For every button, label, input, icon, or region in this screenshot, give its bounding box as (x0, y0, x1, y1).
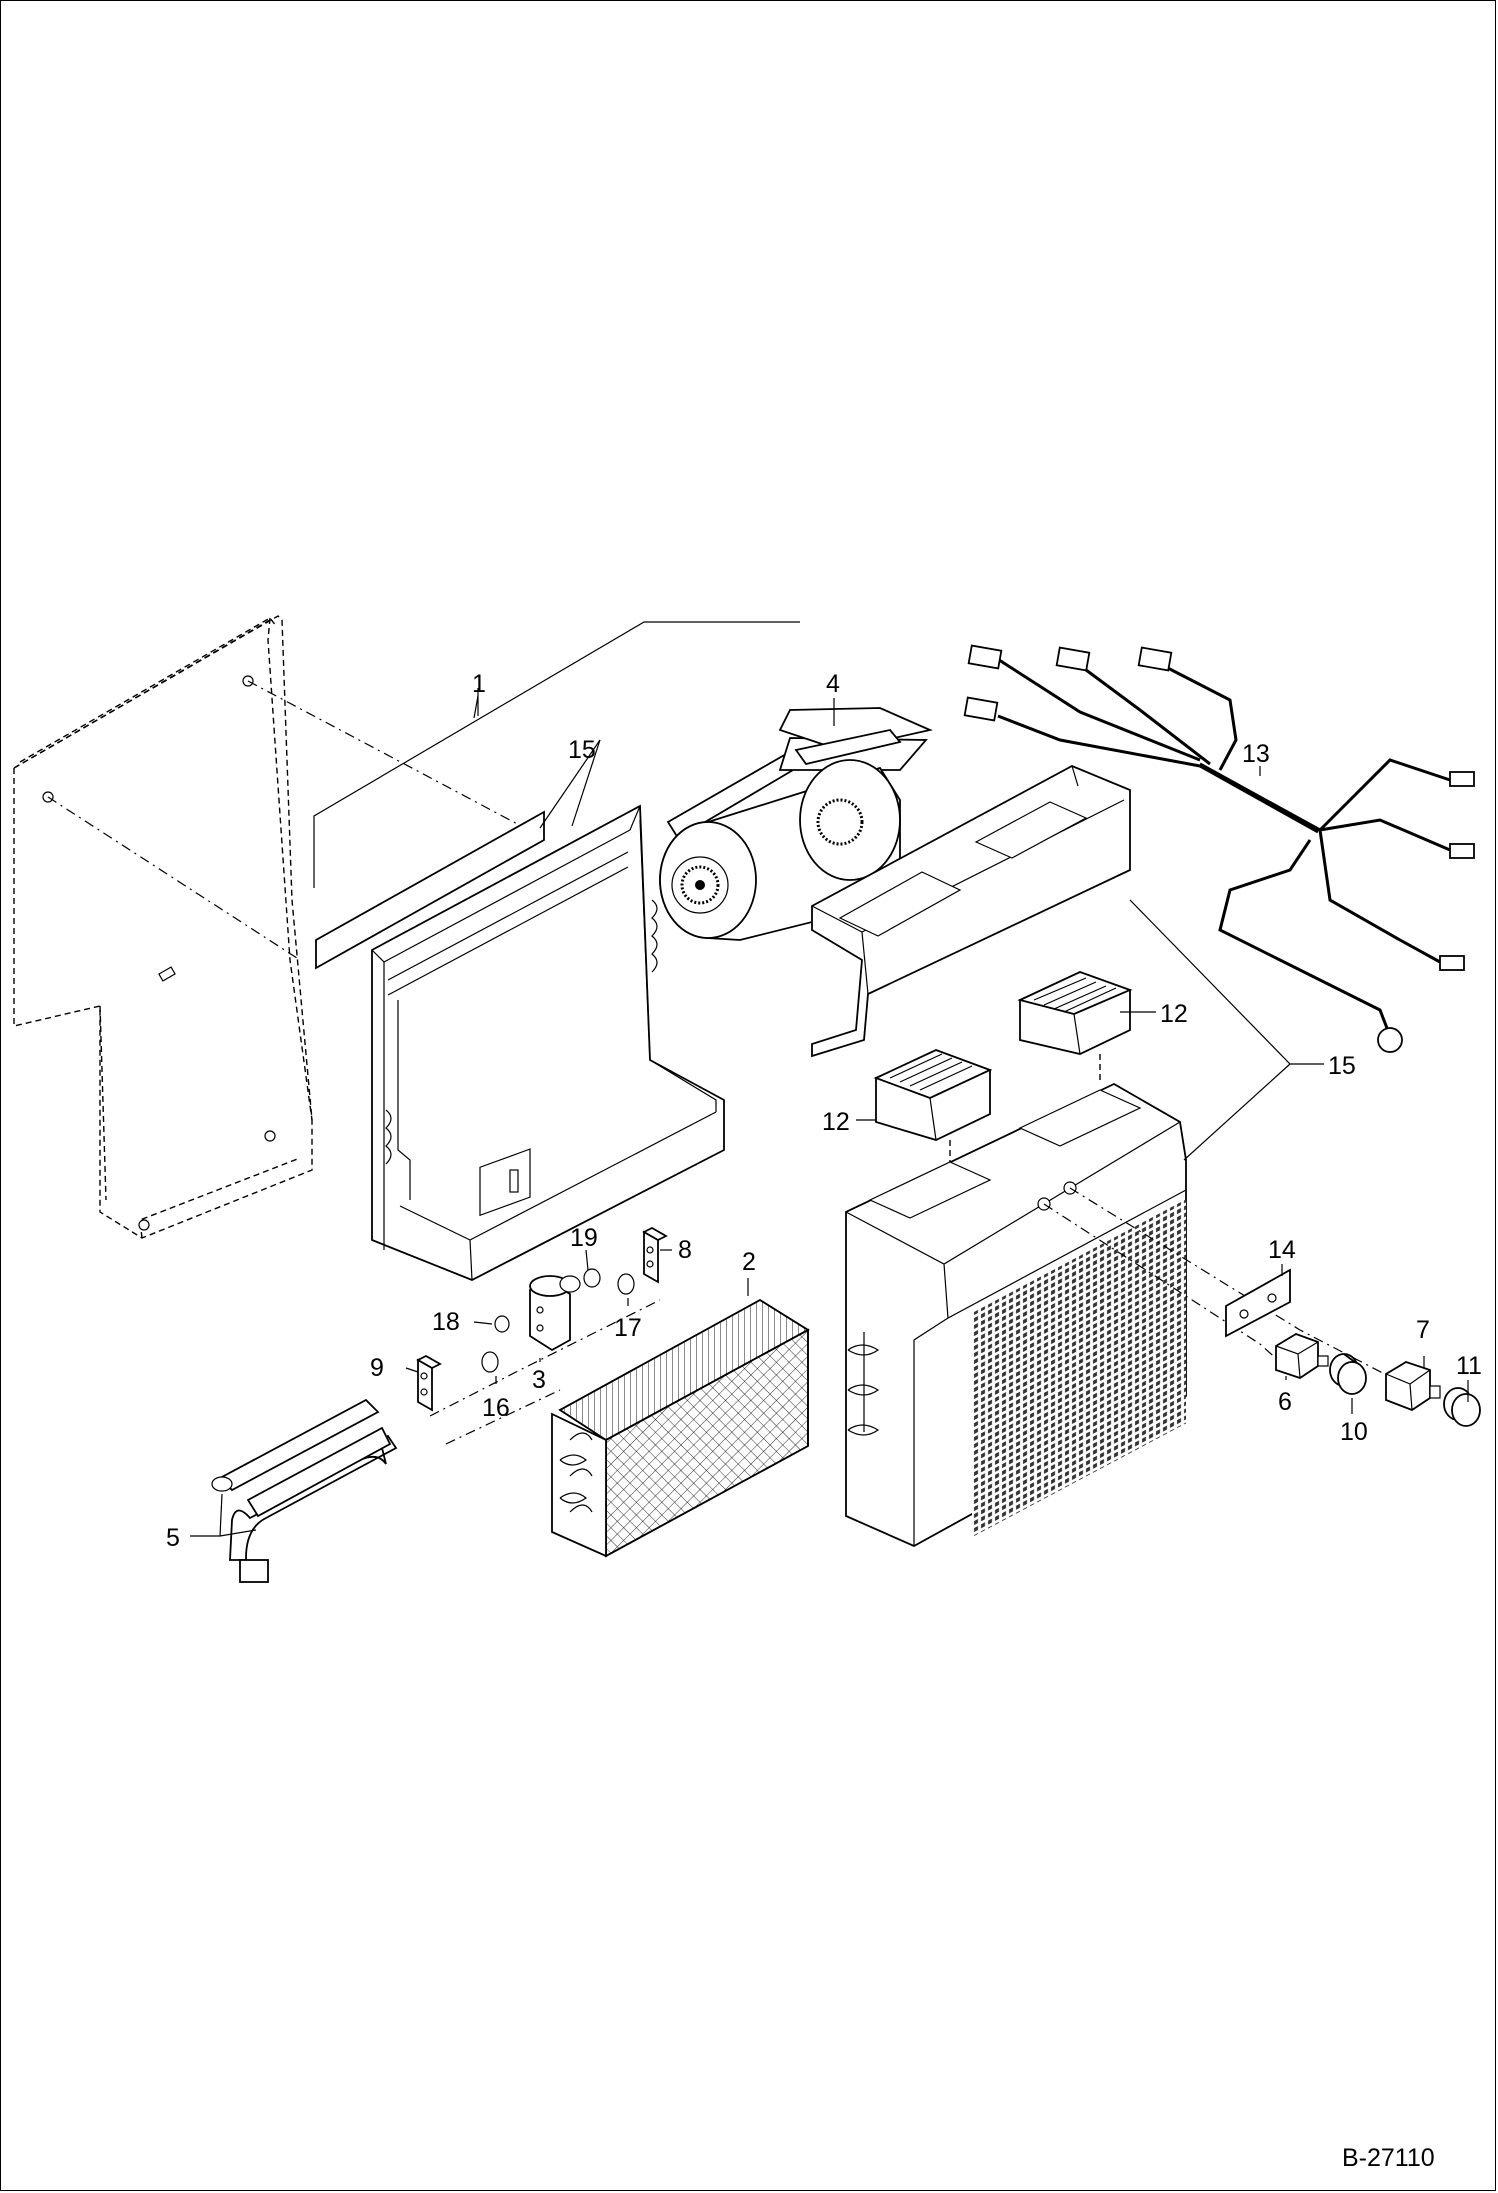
callout-12-lower: 12 (822, 1108, 850, 1136)
terminal (1449, 843, 1475, 859)
grille (972, 1199, 1186, 1538)
callout-12-upper: 12 (1160, 1000, 1188, 1028)
heater-core (551, 1298, 810, 1558)
callout-4: 4 (826, 670, 840, 698)
mounting-panel (13, 615, 541, 1239)
callout-10: 10 (1340, 1418, 1368, 1446)
callout-16: 16 (482, 1394, 510, 1422)
mounting-plate (1225, 1268, 1291, 1338)
connector (1137, 646, 1173, 672)
upper-cover (811, 765, 1131, 1058)
callout-3: 3 (532, 1366, 546, 1394)
callout-5: 5 (166, 1524, 180, 1552)
callout-15-upper: 15 (568, 736, 596, 764)
mounting-hole (264, 1130, 276, 1142)
callout-1: 1 (472, 670, 486, 698)
o-ring (583, 1268, 601, 1288)
callout-18: 18 (432, 1308, 460, 1336)
terminal (1449, 771, 1475, 787)
callouts: 1 2 3 4 5 6 7 8 9 10 11 12 12 13 14 15 1… (166, 670, 1482, 1552)
ring-terminal (1377, 1027, 1403, 1053)
bracket-8 (642, 1226, 668, 1284)
hose-fitting (239, 1559, 269, 1583)
switch-knob (1329, 1353, 1367, 1395)
connector (1055, 646, 1091, 672)
o-ring (494, 1315, 510, 1333)
callout-14: 14 (1268, 1236, 1296, 1264)
connector (967, 644, 1003, 670)
callout-8: 8 (678, 1236, 692, 1264)
callout-13: 13 (1242, 740, 1270, 768)
connector (963, 696, 999, 722)
fitting (509, 1169, 519, 1193)
valve-bracket (479, 1148, 531, 1217)
bracket-9 (416, 1354, 442, 1412)
callout-19: 19 (570, 1224, 598, 1252)
o-ring (617, 1273, 635, 1295)
wire-harness (963, 644, 1475, 1053)
filter-lower (873, 1049, 993, 1141)
callout-11: 11 (1456, 1352, 1482, 1380)
terminal (1439, 955, 1465, 971)
o-ring (481, 1351, 499, 1373)
callout-15-lower: 15 (1328, 1052, 1356, 1080)
callout-9: 9 (370, 1354, 384, 1382)
mounting-hole (138, 1219, 150, 1231)
callout-7: 7 (1416, 1316, 1430, 1344)
temperature-knob (1443, 1387, 1481, 1427)
mounting-strip (315, 810, 545, 970)
water-valve (529, 1275, 581, 1352)
hose-assembly (211, 1398, 398, 1583)
temperature-switch (1385, 1361, 1441, 1412)
callout-17: 17 (614, 1314, 642, 1342)
blower-assembly (659, 707, 933, 941)
outer-housing (845, 1082, 1187, 1548)
stud (158, 966, 176, 982)
filter-upper (1017, 971, 1133, 1055)
blower-switch (1275, 1333, 1329, 1379)
leader-lines (190, 688, 1469, 1537)
drawing-reference: B-27110 (1342, 2144, 1435, 2172)
callout-2: 2 (742, 1248, 756, 1276)
callout-6: 6 (1278, 1388, 1292, 1416)
inner-housing-frame (315, 804, 725, 1281)
